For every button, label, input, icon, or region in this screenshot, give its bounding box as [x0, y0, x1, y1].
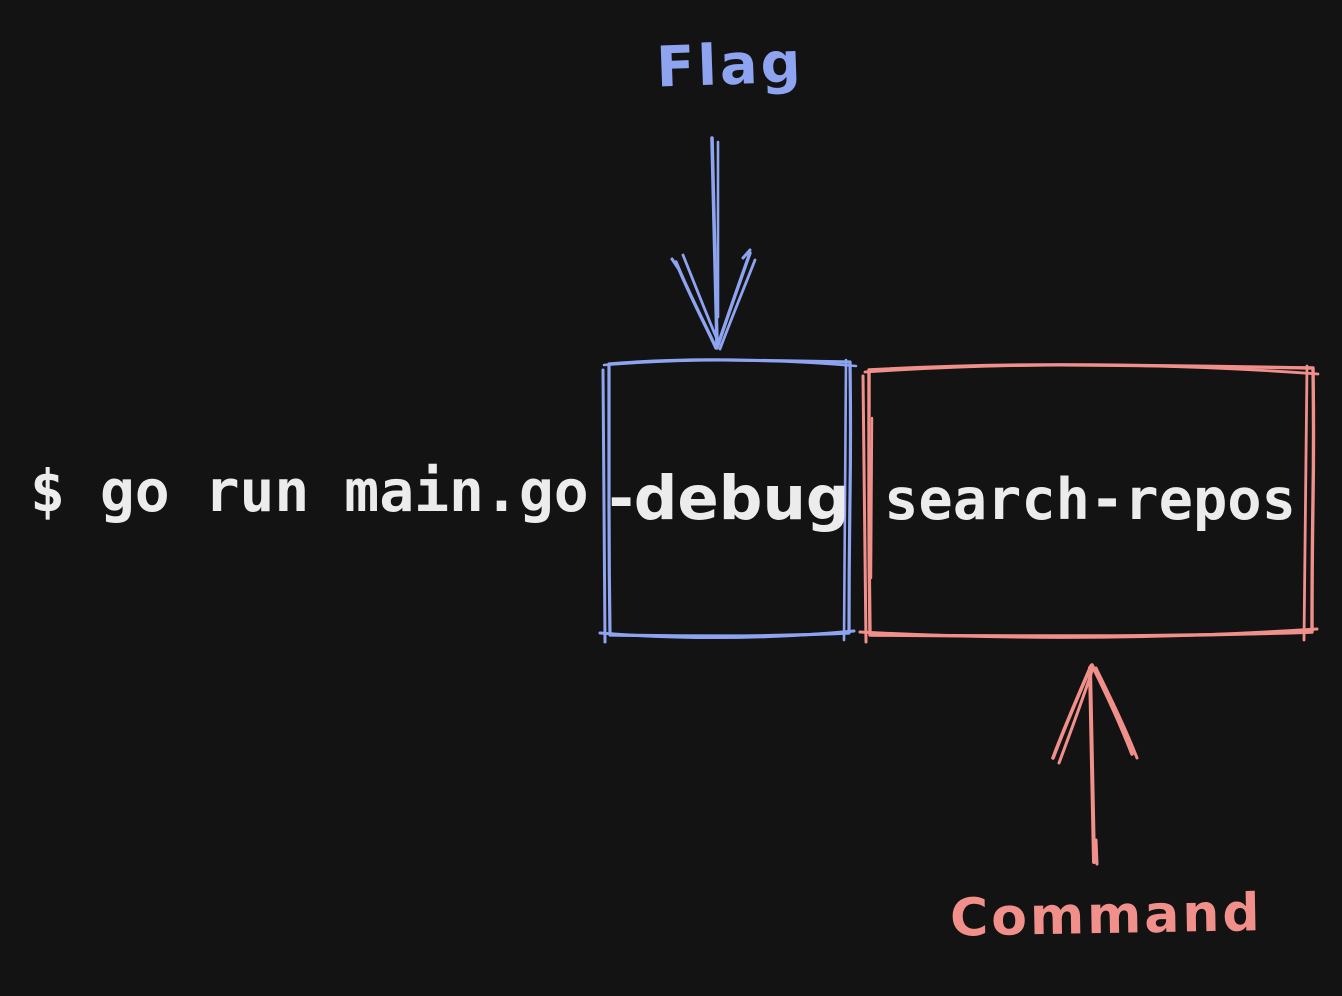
flag-arrow-down-icon	[670, 136, 757, 351]
flag-token: -debug	[608, 462, 850, 534]
command-label: Command	[949, 883, 1264, 949]
command-arrow-up-icon	[1051, 663, 1139, 866]
terminal-prompt-text: $ go run main.go	[30, 457, 589, 525]
flag-box	[598, 358, 858, 644]
command-token: search-repos	[884, 466, 1296, 533]
command-token-wrap: search-repos	[858, 356, 1322, 644]
flag-token-wrap: -debug	[600, 352, 858, 644]
command-box	[858, 363, 1320, 644]
flag-label: Flag	[655, 30, 805, 101]
